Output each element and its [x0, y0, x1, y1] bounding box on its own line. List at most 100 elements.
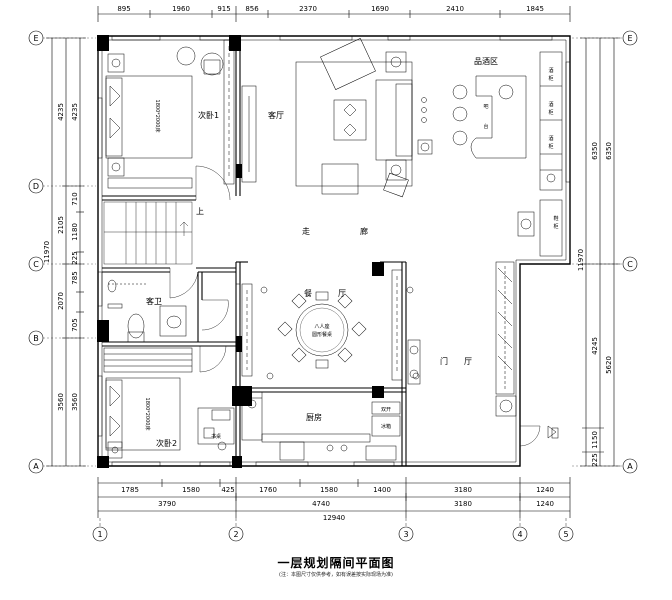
shoe-cabinet-b: 柜 [553, 223, 558, 230]
dim-top-2: 1960 [172, 5, 190, 13]
door-swings [169, 165, 541, 447]
dim-right-outer-3: 1150 [591, 431, 599, 449]
dim-top-5: 2370 [299, 5, 317, 13]
bar-label-a: 吧 [483, 104, 488, 110]
dim-top-6: 1690 [371, 5, 389, 13]
room-label-wine: 品酒区 [474, 57, 498, 66]
room-label-foyer-b: 厅 [464, 357, 472, 366]
windows [97, 35, 571, 467]
grid-label-a-left: A [33, 462, 39, 471]
bedroom1-furniture [105, 39, 235, 189]
dim-bottom-r2-2: 4740 [312, 500, 330, 508]
grid-labels: 1 2 3 4 5 E D C B A E C A [33, 34, 633, 539]
kitchen-furniture [241, 391, 401, 461]
drawing-subtitle: (注：本图尺寸仅供参考，如有误差按实际现场为准) [279, 572, 393, 578]
dimension-text: 895 1960 915 856 2370 1690 2410 1845 178… [117, 5, 554, 522]
dim-right-inner-1: 4245 [591, 337, 599, 355]
grid-label-d: D [33, 182, 39, 191]
dim-right-outer-2: 5620 [605, 356, 613, 374]
grid-label-b: B [33, 334, 39, 343]
staircase [103, 201, 193, 265]
dim-top-3: 915 [217, 5, 230, 13]
dim-bottom-r2-1: 3790 [158, 500, 176, 508]
bedroom2-furniture [103, 347, 235, 459]
grid-label-e-right: E [627, 34, 632, 43]
shoe-cabinet-a: 鞋 [553, 215, 558, 222]
dim-left-outer-2: 2105 [57, 216, 65, 234]
grid-leaders [99, 518, 567, 528]
dim-right-total: 11970 [577, 249, 585, 271]
dim-bottom-r1-1: 1785 [121, 486, 139, 494]
room-label-living: 客厅 [268, 110, 284, 120]
room-labels: 次卧1 客厅 品酒区 走 廊 上 客卫 餐 厅 门 厅 厨房 次卧2 [146, 57, 498, 448]
dim-bottom-r1-7: 3180 [454, 486, 472, 494]
guest-bath-fixtures [107, 279, 187, 343]
dim-top-7: 2410 [446, 5, 464, 13]
fridge-label: 冰箱 [381, 423, 391, 430]
dim-left-inner-2: 1180 [71, 223, 79, 241]
top-dimension-line [97, 6, 571, 22]
grid-label-1: 1 [97, 530, 102, 539]
dim-left-inner-a: 4235 [71, 103, 79, 121]
grid-label-3: 3 [403, 530, 408, 539]
label-stairs-up: 上 [196, 207, 204, 216]
dim-top-8: 1845 [526, 5, 544, 13]
room-label-bedroom2: 次卧2 [156, 438, 177, 448]
wine-cabinet-2a: 酒 [548, 101, 553, 108]
grid-label-2: 2 [233, 530, 238, 539]
grid-label-c-right: C [627, 260, 633, 269]
right-dimension-lines [580, 37, 620, 467]
dim-bottom-r1-6: 1400 [373, 486, 391, 494]
grid-label-4: 4 [517, 530, 522, 539]
grid-label-5: 5 [563, 530, 568, 539]
dim-right-outer-1b: 6350 [605, 142, 613, 160]
dim-right-outer-1: 6350 [591, 142, 599, 160]
dim-top-1: 895 [117, 5, 130, 13]
wine-cabinet-3a: 酒 [548, 135, 553, 142]
round-table-label-2: 圆形餐桌 [312, 331, 332, 338]
bed1-label: 1800*2000床 [154, 100, 161, 133]
room-label-dining-b: 厅 [338, 289, 346, 298]
dim-bottom-r1-5: 1580 [320, 486, 338, 494]
round-table-label: 八人座 [314, 323, 329, 330]
dining-furniture [241, 269, 420, 381]
wine-cabinet-1a: 酒 [548, 67, 553, 74]
furniture-labels: 八人座 圆形餐桌 书桌 吧 台 冰箱 双开 1800*2000床 1800*20… [144, 67, 559, 440]
dim-left-outer-3: 2070 [57, 292, 65, 310]
dim-bottom-total: 12940 [323, 514, 345, 522]
left-dimension-lines [46, 37, 86, 467]
dim-bottom-r1-2: 1580 [182, 486, 200, 494]
bottom-dimension-lines [97, 477, 571, 518]
room-label-bedroom1: 次卧1 [198, 110, 219, 120]
dim-left-inner-5: 705 [71, 318, 79, 331]
wine-area-furniture [452, 51, 563, 257]
dim-bottom-r1-4: 1760 [259, 486, 277, 494]
dim-top-4: 856 [245, 5, 259, 13]
desk-label: 书桌 [211, 433, 221, 440]
wine-cabinet-1b: 柜 [548, 75, 553, 82]
dim-bottom-r1-3: 425 [221, 486, 234, 494]
dim-bottom-r2-3: 3180 [454, 500, 472, 508]
structural-columns [97, 35, 384, 468]
dim-bottom-r2-4: 1240 [536, 500, 554, 508]
wine-cabinet-3b: 柜 [548, 143, 553, 150]
drawing-title: 一层规划隔间平面图 [277, 556, 395, 570]
living-room-furniture [241, 38, 433, 198]
dim-left-inner-1: 710 [71, 192, 79, 205]
grid-label-e-left: E [33, 34, 38, 43]
dim-left-outer-4: 3560 [57, 393, 65, 411]
right-dimension-text: 6350 6350 5620 4245 1150 225 11970 [577, 142, 613, 467]
left-dimension-text: 4235 2105 2070 3560 11970 4235 710 1180 … [43, 103, 79, 411]
room-label-corridor-b: 廊 [360, 226, 368, 236]
room-label-foyer-a: 门 [440, 356, 448, 366]
room-label-corridor-a: 走 [302, 227, 310, 236]
dim-left-total: 11970 [43, 241, 51, 263]
grid-bubbles [28, 30, 638, 542]
dim-left-inner-3: 225 [71, 251, 79, 264]
room-label-dining-a: 餐 [304, 289, 312, 298]
dim-left-inner-b: 3560 [71, 393, 79, 411]
grid-label-a-right: A [627, 462, 633, 471]
double-door-label: 双开 [381, 407, 391, 413]
grid-label-c-left: C [33, 260, 39, 269]
dim-right-outer-4: 225 [591, 453, 599, 466]
